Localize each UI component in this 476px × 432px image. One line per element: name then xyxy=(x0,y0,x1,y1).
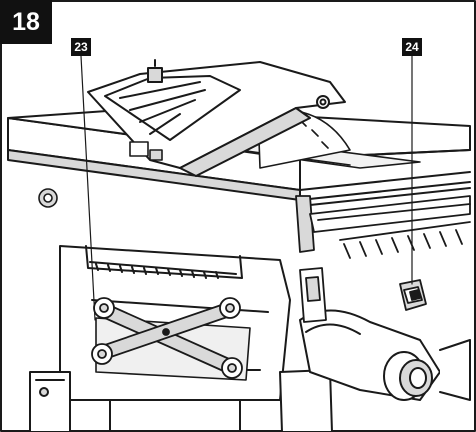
fence-rail xyxy=(295,195,471,259)
figure-number: 18 xyxy=(0,0,52,44)
wrench-set xyxy=(91,297,243,379)
side-bracket xyxy=(299,267,327,323)
blade-guard xyxy=(87,59,346,177)
callout-label-23: 23 xyxy=(71,38,91,56)
bottom-frame xyxy=(29,369,333,432)
callout-leaders xyxy=(80,55,413,321)
leader-23 xyxy=(80,55,96,321)
riving-knife xyxy=(129,141,163,161)
dust-port xyxy=(299,309,471,401)
front-knob xyxy=(38,188,58,208)
fence-clip xyxy=(399,279,427,311)
callout-label-24: 24 xyxy=(402,38,422,56)
